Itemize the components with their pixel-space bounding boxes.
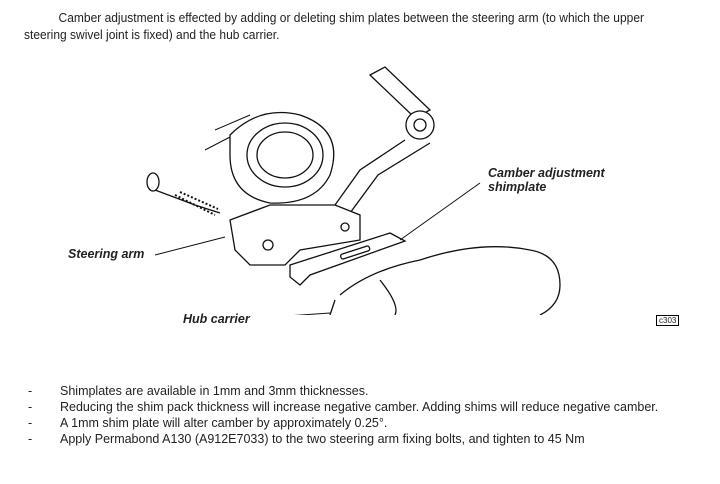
dash: - (28, 432, 33, 446)
dash: - (28, 416, 33, 430)
item-text: Apply Permabond A130 (A912E7033) to the … (60, 432, 585, 446)
figure-code: c303 (656, 315, 680, 326)
item-text: A 1mm shim plate will alter camber by ap… (60, 416, 388, 430)
label-hub-carrier: Hub carrier (183, 312, 250, 326)
camber-adjustment-illustration (146, 66, 561, 315)
label-steering-arm: Steering arm (68, 247, 145, 261)
item-text: Reducing the shim pack thickness will in… (60, 400, 659, 414)
item-text: Shimplates are available in 1mm and 3mm … (60, 384, 369, 398)
list-item: - Apply Permabond A130 (A912E7033) to the… (28, 431, 708, 447)
list-item: - A 1mm shim plate will alter camber by a… (28, 415, 708, 431)
dash: - (28, 400, 33, 414)
label-camber-adjustment-shimplate: Camber adjustment shimplate (488, 166, 605, 194)
list-item: - Reducing the shim pack thickness will i… (28, 399, 708, 415)
intro-paragraph: Camber adjustment is effected by adding … (24, 11, 645, 42)
dash: - (28, 384, 33, 398)
notes-list: - Shimplates are available in 1mm and 3mm… (28, 383, 708, 447)
label-line-2: shimplate (488, 180, 547, 194)
label-line-1: Camber adjustment (488, 166, 605, 180)
list-item: - Shimplates are available in 1mm and 3mm… (28, 383, 708, 399)
